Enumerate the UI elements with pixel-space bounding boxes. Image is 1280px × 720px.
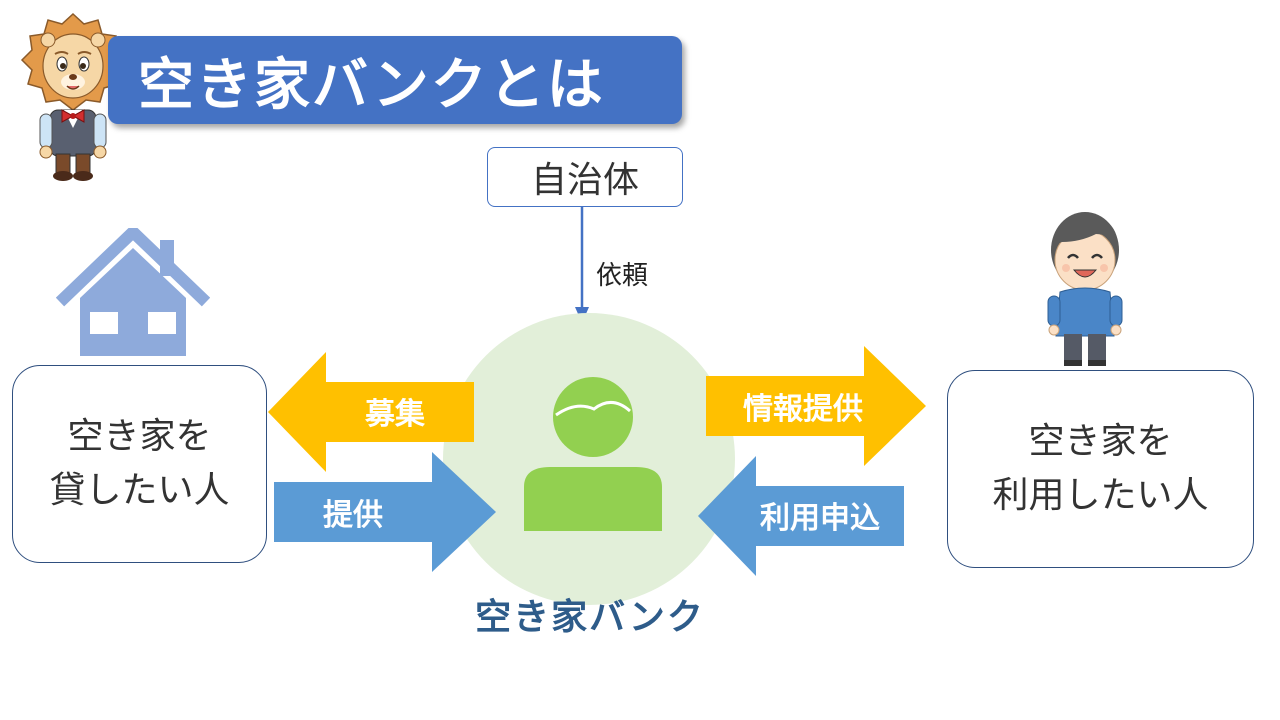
user-line1: 空き家を xyxy=(1028,421,1173,462)
lender-line2: 貸したい人 xyxy=(49,470,230,511)
boy-character-icon xyxy=(1047,212,1123,366)
recruit-label: 募集 xyxy=(365,397,425,432)
apply-arrow xyxy=(698,456,904,576)
request-arrow xyxy=(575,207,589,323)
person-icon xyxy=(524,377,662,531)
municipality-box: 自治体 xyxy=(487,147,683,207)
lender-box: 空き家を 貸したい人 xyxy=(12,365,267,563)
provide-label: 提供 xyxy=(323,498,383,533)
provide-arrow xyxy=(274,452,496,572)
recruit-arrow xyxy=(268,352,474,472)
user-line2: 利用したい人 xyxy=(992,475,1209,516)
bank-circle xyxy=(443,313,735,605)
apply-label: 利用申込 xyxy=(760,501,880,536)
info-arrow xyxy=(706,346,926,466)
bank-label: 空き家バンク xyxy=(475,597,705,638)
house-icon xyxy=(56,228,210,356)
lion-mascot-icon xyxy=(20,12,126,181)
request-label: 依頼 xyxy=(596,261,649,291)
info-label: 情報提供 xyxy=(743,392,863,427)
lender-line1: 空き家を xyxy=(67,416,212,457)
user-box: 空き家を 利用したい人 xyxy=(947,370,1254,568)
page-title: 空き家バンクとは xyxy=(108,36,682,124)
